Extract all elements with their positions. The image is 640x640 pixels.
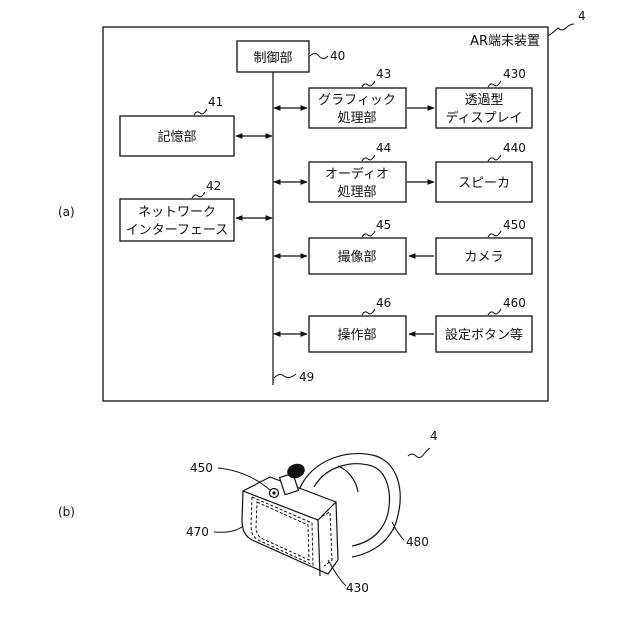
network-leader: [192, 192, 205, 198]
bus-leader: [274, 374, 296, 378]
storage-leader: [194, 109, 207, 115]
imaging-label: 撮像部: [337, 249, 376, 265]
speaker-ref: 440: [503, 141, 526, 155]
control-label: 制御部: [253, 51, 292, 66]
ar-terminal-leader: [548, 24, 574, 36]
audio-label-line1: オーディオ: [325, 166, 389, 182]
network-ref: 42: [206, 179, 221, 193]
control-ref: 40: [330, 49, 345, 63]
display-part-leader: [328, 560, 346, 586]
strap-leader: [392, 522, 404, 540]
storage-label: 記憶部: [157, 129, 196, 145]
housing-leader: [214, 526, 243, 532]
bus-ref: 49: [299, 370, 314, 384]
device-ref: 4: [430, 429, 438, 443]
side-dashed-outline: [322, 512, 332, 566]
graphics-label-line2: 処理部: [337, 111, 376, 126]
buttons-ref: 460: [503, 296, 526, 310]
network-label-line1: ネットワーク: [138, 205, 216, 220]
display-label-line2: ディスプレイ: [445, 110, 522, 126]
goggle-illustration: [242, 454, 400, 576]
graphics-ref: 43: [376, 67, 391, 81]
operation-ref: 46: [376, 296, 391, 310]
control-leader: [310, 54, 328, 59]
housing-front-edge: [318, 520, 320, 576]
strap-ref: 480: [406, 535, 429, 549]
head-strap-outer: [300, 454, 400, 557]
speaker-label: スピーカ: [458, 176, 510, 191]
display-dashed-outline: [251, 497, 313, 565]
graphics-label-line1: グラフィック: [318, 93, 396, 108]
device-leader: [408, 448, 430, 458]
audio-leader: [362, 155, 375, 161]
buttons-leader: [488, 309, 501, 315]
camera-ref: 450: [503, 218, 526, 232]
speaker-leader: [488, 155, 501, 161]
display-leader: [488, 81, 501, 87]
imaging-ref: 45: [376, 218, 391, 232]
display-label-line1: 透過型: [464, 93, 503, 108]
audio-label-line2: 処理部: [337, 185, 376, 200]
ar-terminal-title: AR端末装置: [470, 34, 540, 49]
camera-lens-center: [272, 491, 275, 494]
display-part-ref: 430: [346, 581, 369, 595]
storage-ref: 41: [208, 95, 223, 109]
audio-ref: 44: [376, 141, 391, 155]
housing-ref: 470: [186, 525, 209, 539]
display-ref: 430: [503, 67, 526, 81]
network-label-line2: インターフェース: [126, 223, 229, 238]
ar-terminal-ref: 4: [578, 9, 586, 23]
imaging-leader: [362, 231, 375, 237]
strap-top-fold: [338, 466, 358, 492]
graphics-leader: [362, 81, 375, 87]
panel-label-a: (a): [58, 205, 75, 219]
operation-label: 操作部: [337, 327, 376, 343]
panel-label-b: (b): [58, 505, 75, 519]
camera-leader: [488, 231, 501, 237]
camera-part-ref: 450: [190, 461, 213, 475]
camera-part-leader: [218, 468, 270, 490]
operation-leader: [362, 309, 375, 315]
buttons-label: 設定ボタン等: [445, 327, 523, 343]
camera-label: カメラ: [464, 250, 503, 265]
